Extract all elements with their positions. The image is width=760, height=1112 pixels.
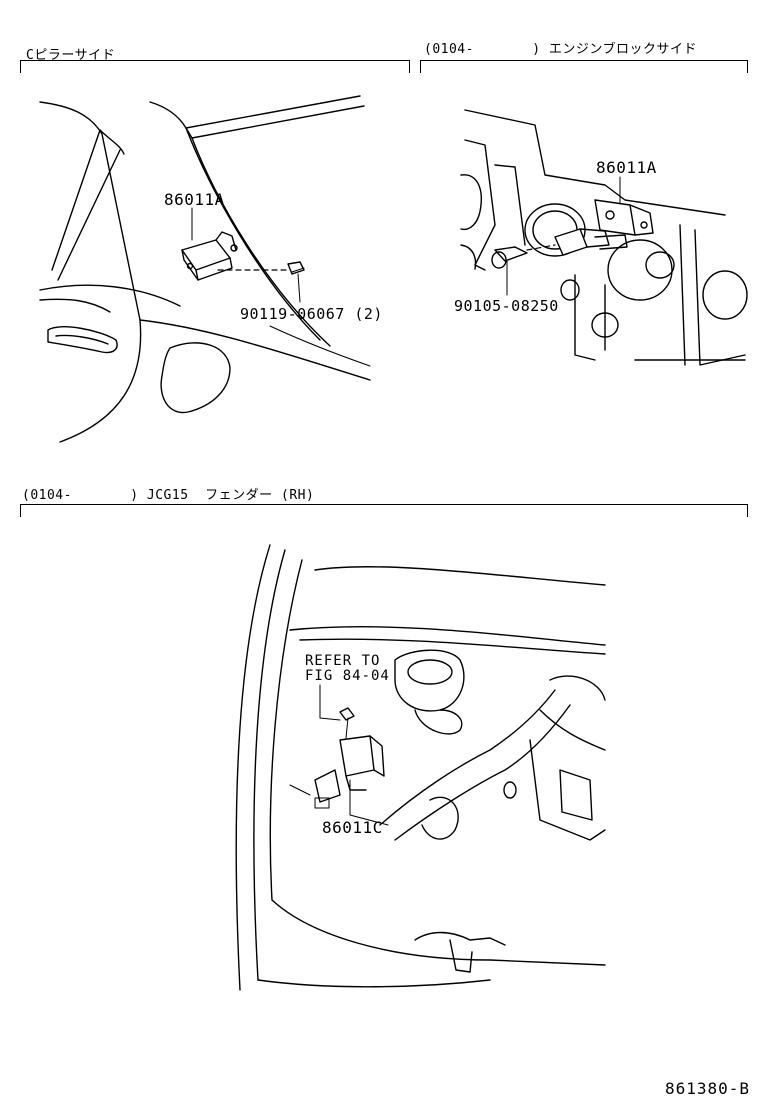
c-pillar-illustration (39, 95, 371, 443)
part-number-sensor-fender: 86011C (322, 818, 383, 837)
engine-block-illustration (460, 109, 748, 366)
section-bracket-c-pillar (20, 60, 410, 73)
diagram-code: 861380-B (664, 1079, 750, 1098)
section-bracket-fender (20, 504, 748, 517)
section-title-c-pillar: Cピラーサイド (26, 48, 116, 63)
section-title-engine-block: (0104- ) エンジンブロックサイド (424, 42, 698, 57)
part-number-bolt-engine-block: 90105-08250 (454, 297, 559, 315)
section-bracket-engine-block (420, 60, 748, 73)
part-number-sensor-c-pillar: 86011A (164, 190, 225, 209)
refer-to-line-1: REFER TO (305, 653, 381, 669)
refer-to-figure-note: REFER TO FIG 84-04 (305, 654, 390, 684)
section-title-fender: (0104- ) JCG15 フェンダー (RH) (22, 488, 315, 503)
fender-illustration (235, 544, 606, 991)
part-number-bolt-c-pillar: 90119-06067 (2) (240, 305, 383, 323)
refer-to-line-2: FIG 84-04 (305, 668, 390, 684)
part-number-sensor-engine-block: 86011A (596, 158, 657, 177)
